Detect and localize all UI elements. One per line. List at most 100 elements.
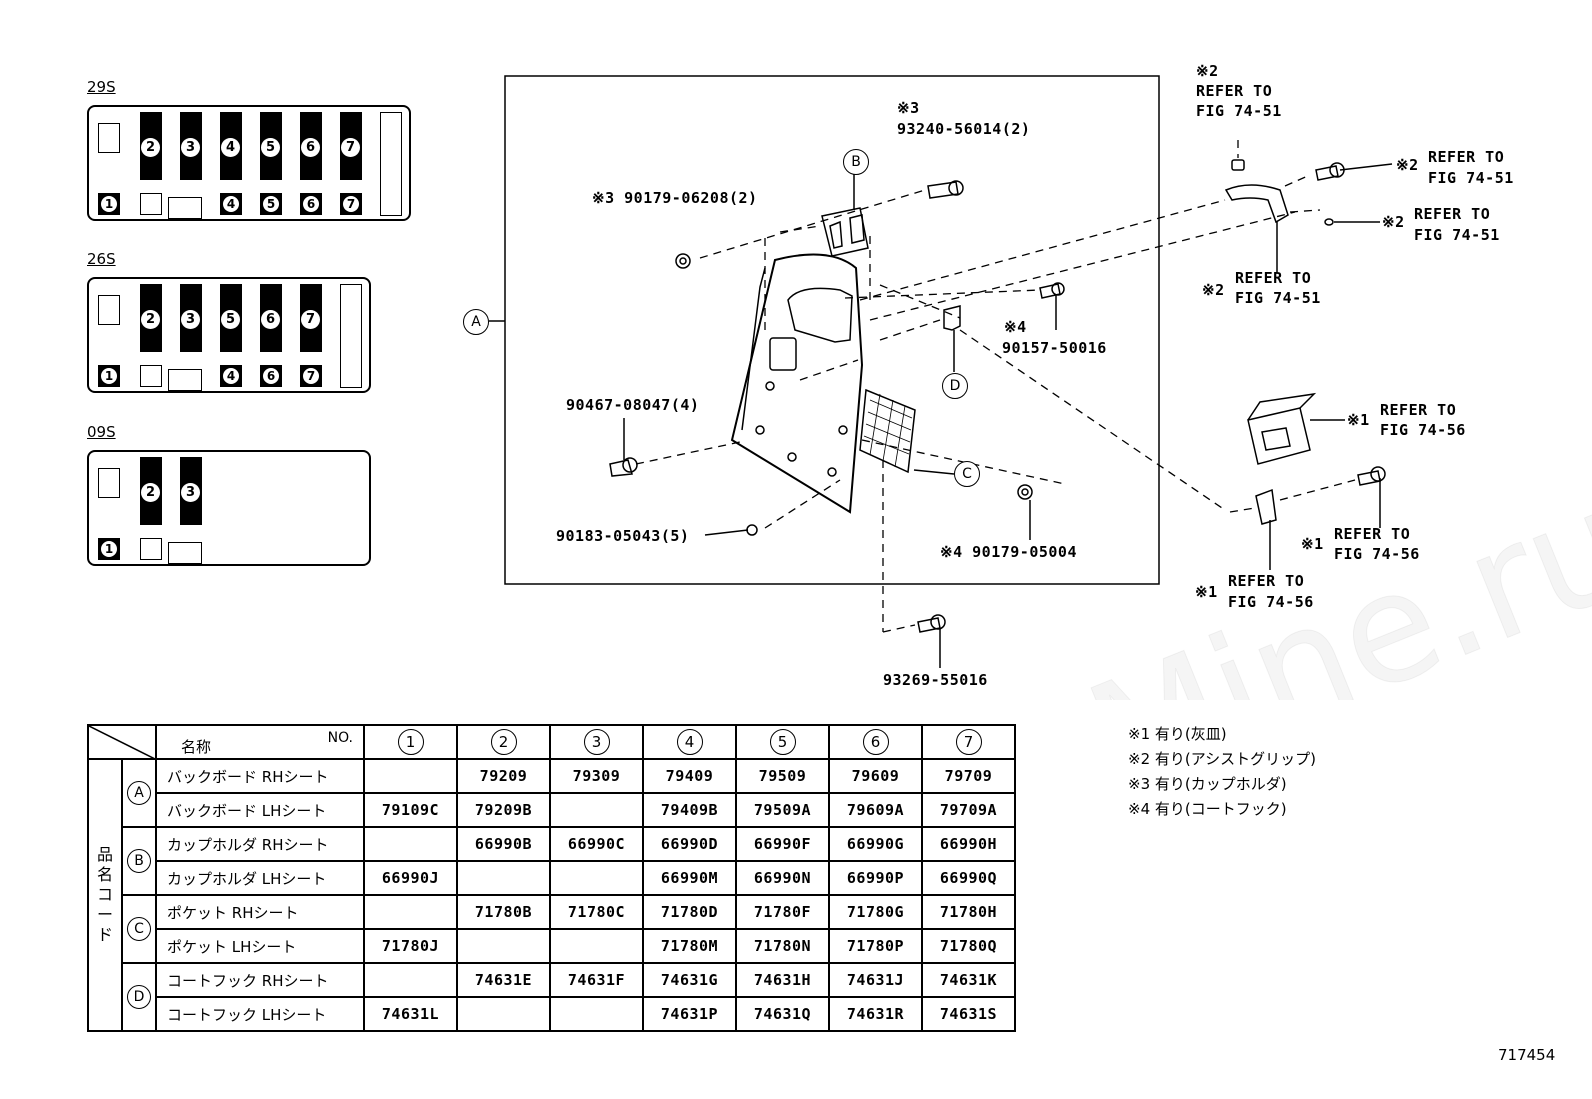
seat-block: 2 bbox=[140, 112, 162, 180]
part-code: 66990B bbox=[456, 826, 551, 862]
seat-config-label: 29S bbox=[87, 78, 116, 96]
seat-block: 3 bbox=[180, 457, 202, 525]
column-header: 4 bbox=[642, 724, 737, 760]
table-row: カップホルダ LHシート 66990J 66990M 66990N 66990P… bbox=[88, 860, 1016, 896]
seat-number: 3 bbox=[181, 310, 200, 329]
seat-number: 1 bbox=[101, 368, 117, 384]
part-label: ※4 90179-05004 bbox=[940, 543, 1077, 561]
group-letter: D bbox=[127, 985, 151, 1009]
fasteners bbox=[609, 159, 1386, 633]
part-code bbox=[549, 928, 644, 964]
part-code: 71780C bbox=[549, 894, 644, 930]
net-pocket bbox=[859, 388, 916, 474]
part-code: 71780F bbox=[735, 894, 830, 930]
seat-block: 1 bbox=[98, 538, 120, 560]
row-name: コートフック LHシート bbox=[155, 996, 365, 1032]
part-code: 74631S bbox=[921, 996, 1016, 1032]
seat-number: 7 bbox=[341, 138, 360, 157]
part-code bbox=[456, 996, 551, 1032]
table-row: バックボード LHシート 79109C 79209B 79409B 79509A… bbox=[88, 792, 1016, 828]
part-code: 71780G bbox=[828, 894, 923, 930]
seat-block: 6 bbox=[300, 193, 322, 215]
seat-block: 2 bbox=[140, 457, 162, 525]
refer-mark: ※1 bbox=[1301, 535, 1324, 553]
seat-square bbox=[140, 365, 162, 387]
table-row: B カップホルダ RHシート 66990B 66990C 66990D 6699… bbox=[88, 826, 1016, 896]
part-code: 71780Q bbox=[921, 928, 1016, 964]
column-header: 3 bbox=[549, 724, 644, 760]
part-code: 66990J bbox=[363, 860, 458, 896]
seat-block: 5 bbox=[260, 193, 282, 215]
column-header: 5 bbox=[735, 724, 830, 760]
group-letter: C bbox=[127, 917, 151, 941]
table-header-row: 名称 NO. 1 2 3 4 5 6 7 bbox=[87, 724, 1016, 760]
header-corner bbox=[87, 724, 157, 760]
seat-block: 6 bbox=[260, 365, 282, 387]
seat-number: 7 bbox=[343, 196, 359, 212]
refer-text: REFER TO bbox=[1196, 82, 1273, 100]
part-code bbox=[549, 996, 644, 1032]
row-name: ポケット LHシート bbox=[155, 928, 365, 964]
table-row: ポケット LHシート 71780J 71780M 71780N 71780P 7… bbox=[88, 928, 1016, 964]
row-name: カップホルダ LHシート bbox=[155, 860, 365, 896]
seat-number: 7 bbox=[301, 310, 320, 329]
seat-block: 1 bbox=[98, 193, 120, 215]
part-code: 66990C bbox=[549, 826, 644, 862]
part-code: 79209 bbox=[456, 758, 551, 794]
header-name-cell: 名称 NO. bbox=[155, 724, 365, 760]
part-code: 66990M bbox=[642, 860, 737, 896]
part-code: 74631F bbox=[549, 962, 644, 998]
seat-layout-box: 2 3 4 5 6 7 1 4 5 6 7 bbox=[87, 105, 411, 221]
part-code: 74631G bbox=[642, 962, 737, 998]
part-code: 66990G bbox=[828, 826, 923, 862]
footnote: ※2 有り(アシストグリップ) bbox=[1128, 750, 1316, 768]
seat-number: 4 bbox=[223, 368, 239, 384]
column-header: 7 bbox=[921, 724, 1016, 760]
refer-text: REFER TO bbox=[1334, 525, 1411, 543]
table-row: D コートフック RHシート 74631E 74631F 74631G 7463… bbox=[88, 962, 1016, 1032]
seat-number: 4 bbox=[221, 138, 240, 157]
row-name: ポケット RHシート bbox=[155, 894, 365, 930]
part-code: 79609A bbox=[828, 792, 923, 828]
refer-text: REFER TO bbox=[1235, 269, 1312, 287]
part-code: 74631E bbox=[456, 962, 551, 998]
part-code: 66990F bbox=[735, 826, 830, 862]
callout-c: C bbox=[954, 461, 980, 487]
seat-number: 5 bbox=[221, 310, 240, 329]
assembly-frame bbox=[504, 75, 1160, 585]
part-code bbox=[363, 962, 458, 998]
seat-square bbox=[380, 112, 402, 216]
part-code: 79309 bbox=[549, 758, 644, 794]
watermark: ToyotaCarMine.ru bbox=[373, 456, 1592, 700]
part-code: 79509A bbox=[735, 792, 830, 828]
part-label: 90183-05043(5) bbox=[556, 527, 690, 545]
seat-number: 3 bbox=[181, 138, 200, 157]
part-code bbox=[549, 792, 644, 828]
part-code: 71780D bbox=[642, 894, 737, 930]
seat-number: 6 bbox=[301, 138, 320, 157]
part-code: 79409B bbox=[642, 792, 737, 828]
seat-block: 1 bbox=[98, 365, 120, 387]
seat-block: 7 bbox=[340, 193, 362, 215]
refer-mark: ※1 bbox=[1347, 411, 1370, 429]
part-code: 66990Q bbox=[921, 860, 1016, 896]
part-code: 66990D bbox=[642, 826, 737, 862]
part-code bbox=[456, 860, 551, 896]
part-label: 93240-56014(2) bbox=[897, 120, 1031, 138]
group-letter-cell: B bbox=[121, 826, 157, 896]
part-label-mark: ※3 bbox=[897, 99, 920, 117]
ashtray-bracket bbox=[1255, 488, 1277, 525]
seat-config-label: 26S bbox=[87, 250, 116, 268]
seat-square bbox=[140, 538, 162, 560]
cup-holder bbox=[821, 207, 869, 257]
seat-square bbox=[140, 193, 162, 215]
seat-block: 4 bbox=[220, 365, 242, 387]
seat-block: 3 bbox=[180, 112, 202, 180]
seat-square bbox=[168, 542, 202, 564]
side-label: 品名コード bbox=[96, 845, 113, 944]
part-code: 74631Q bbox=[735, 996, 830, 1032]
refer-text: REFER TO bbox=[1414, 205, 1491, 223]
seat-number: 2 bbox=[141, 483, 160, 502]
refer-figure: FIG 74-51 bbox=[1428, 169, 1514, 187]
part-code: 79409 bbox=[642, 758, 737, 794]
